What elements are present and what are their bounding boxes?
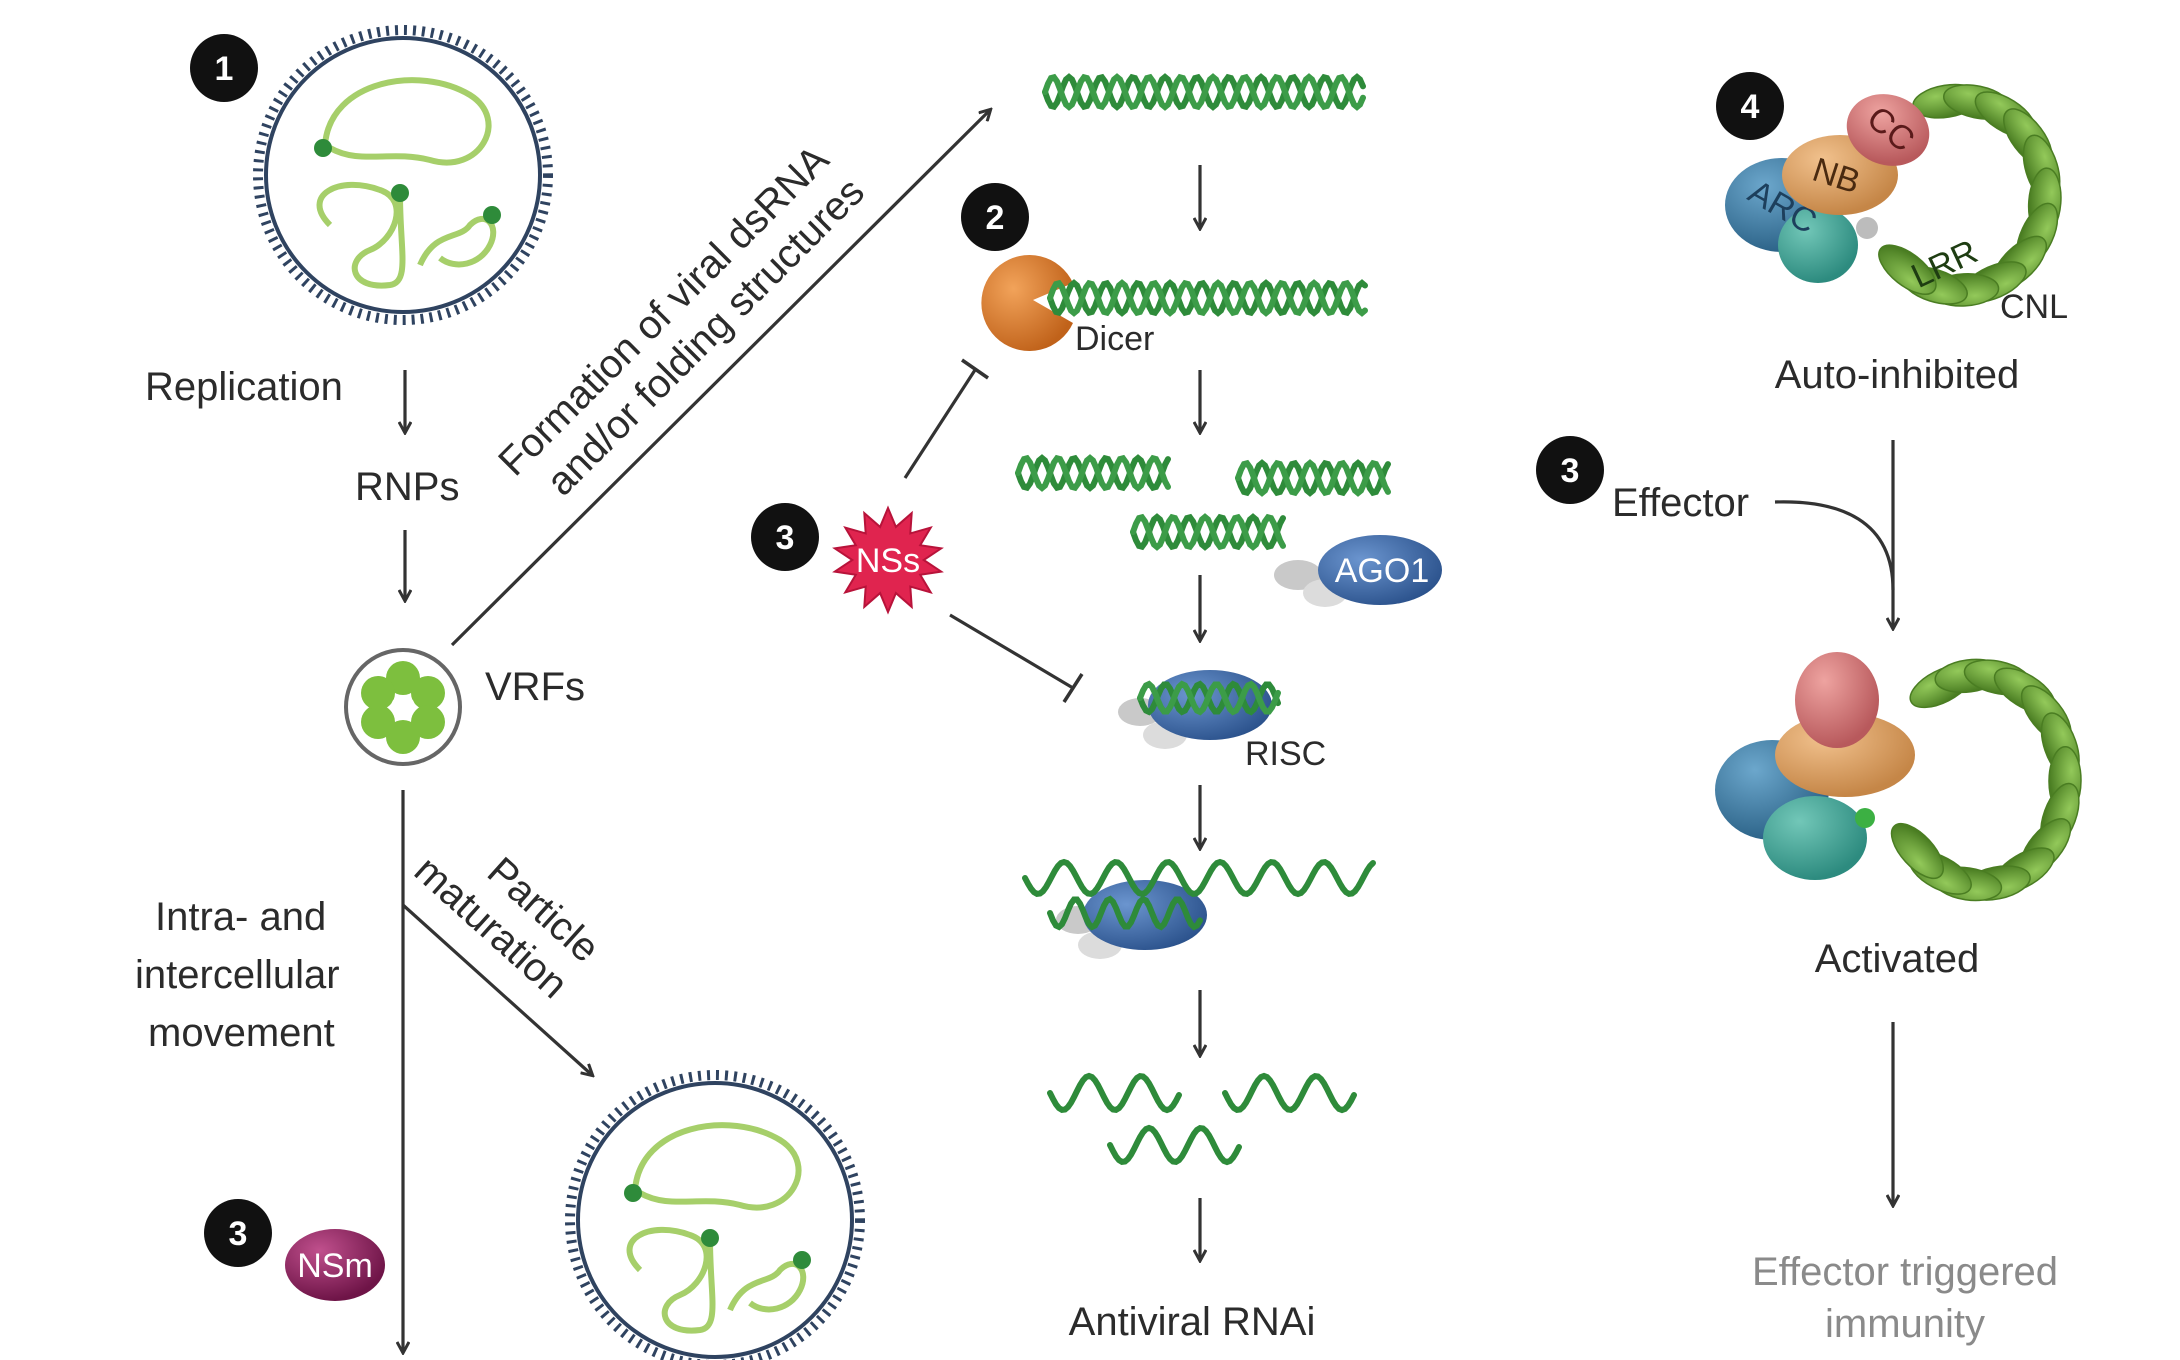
rna-strand bbox=[1130, 513, 1286, 551]
arrow-dsrna-formation bbox=[450, 110, 990, 647]
cc-domain: CC bbox=[1846, 94, 1930, 166]
svg-text:1: 1 bbox=[215, 50, 234, 88]
rna-strand bbox=[1022, 858, 1376, 898]
rna-strand bbox=[1047, 279, 1368, 317]
svg-text:2: 2 bbox=[986, 199, 1005, 237]
rna-strand bbox=[1137, 680, 1281, 716]
virion-particle-top bbox=[253, 25, 553, 325]
step-badge-3-effector: 3 bbox=[1536, 436, 1604, 504]
step-badge-3-nsm: 3 bbox=[204, 1199, 272, 1267]
label-replication: Replication bbox=[145, 365, 343, 409]
label-antiviral-rnai: Antiviral RNAi bbox=[1069, 1300, 1316, 1344]
rnai-pathway: 2 Dicer AGO1 RISC bbox=[961, 73, 1442, 1344]
lrr-domain bbox=[1878, 83, 2062, 307]
label-eti-1: Effector triggered bbox=[1752, 1250, 2058, 1294]
label-auto-inhibited: Auto-inhibited bbox=[1775, 353, 2020, 397]
label-vrfs: VRFs bbox=[485, 665, 585, 709]
arc-subdomain bbox=[1763, 796, 1867, 880]
risc-cleaving-target bbox=[1022, 858, 1376, 959]
effector-connector bbox=[1774, 500, 1895, 591]
dicer-enzyme bbox=[981, 255, 1073, 351]
ago1-protein: AGO1 bbox=[1274, 535, 1442, 607]
rna-strand bbox=[1222, 1072, 1357, 1114]
label-risc: RISC bbox=[1245, 735, 1326, 773]
inhibition-nss-risc bbox=[949, 613, 1084, 703]
svg-text:3: 3 bbox=[1561, 452, 1580, 490]
label-movement-3: movement bbox=[148, 1011, 335, 1055]
inhibition-nss-dicer bbox=[903, 358, 989, 479]
svg-text:NSm: NSm bbox=[297, 1247, 373, 1285]
cnl-auto-inhibited: ARC NB CC LRR bbox=[1725, 83, 2062, 307]
rna-strand bbox=[1235, 459, 1391, 497]
cnl-activated bbox=[1715, 652, 2082, 902]
svg-text:3: 3 bbox=[229, 1215, 248, 1253]
svg-text:NSs: NSs bbox=[856, 542, 920, 580]
label-cnl: CNL bbox=[2000, 288, 2068, 326]
risc-complex bbox=[1118, 670, 1281, 749]
cc-domain bbox=[1795, 652, 1879, 748]
label-maturation: Particle maturation bbox=[406, 848, 608, 1007]
label-rnps: RNPs bbox=[355, 465, 459, 509]
nss-protein: NSs bbox=[832, 505, 944, 615]
label-activated: Activated bbox=[1815, 937, 1980, 981]
sirna-duplex-c bbox=[1130, 513, 1286, 551]
virion-particle-bottom bbox=[565, 1070, 865, 1360]
rna-strand bbox=[1107, 1124, 1242, 1166]
sirna-duplex-a bbox=[1015, 454, 1171, 492]
step-badge-1: 1 bbox=[190, 34, 258, 102]
arrow-maturation bbox=[401, 903, 592, 1075]
svg-text:and/or folding structures: and/or folding structures bbox=[538, 170, 873, 505]
rna-strand bbox=[1047, 895, 1203, 931]
lrr-repeat bbox=[1890, 822, 1944, 880]
dsrna-duplex-dicer bbox=[1047, 279, 1368, 317]
cleaved-rna-fragment bbox=[1222, 1072, 1357, 1114]
vrf-icon bbox=[344, 648, 462, 766]
rna-strand bbox=[1047, 279, 1368, 317]
rna-strand bbox=[1015, 454, 1171, 492]
svg-text:3: 3 bbox=[776, 519, 795, 557]
label-movement-2: intercellular bbox=[135, 953, 340, 997]
svg-text:AGO1: AGO1 bbox=[1335, 552, 1429, 590]
label-effector: Effector bbox=[1612, 481, 1749, 525]
lrr-repeat bbox=[1878, 244, 1937, 295]
step-badge-2: 2 bbox=[961, 183, 1029, 251]
cleaved-rna-fragment bbox=[1107, 1124, 1242, 1166]
step-badge-3-nss: 3 bbox=[751, 503, 819, 571]
nsm-protein: NSm bbox=[285, 1229, 385, 1301]
cleaved-rna-fragment bbox=[1047, 1072, 1182, 1114]
rna-strand bbox=[1042, 73, 1366, 111]
lrr-domain bbox=[1890, 658, 2082, 902]
label-dicer: Dicer bbox=[1075, 320, 1154, 358]
sirna-duplex-b bbox=[1235, 459, 1391, 497]
rna-strand bbox=[1047, 1072, 1182, 1114]
rna-strand bbox=[1130, 513, 1286, 551]
label-eti-2: immunity bbox=[1825, 1302, 1985, 1346]
rna-strand bbox=[1235, 459, 1391, 497]
label-movement-1: Intra- and bbox=[155, 895, 326, 939]
step-badge-4: 4 bbox=[1716, 72, 1784, 140]
rna-strand bbox=[1015, 454, 1171, 492]
svg-text:4: 4 bbox=[1741, 88, 1760, 126]
dsrna-duplex-top bbox=[1042, 73, 1366, 111]
